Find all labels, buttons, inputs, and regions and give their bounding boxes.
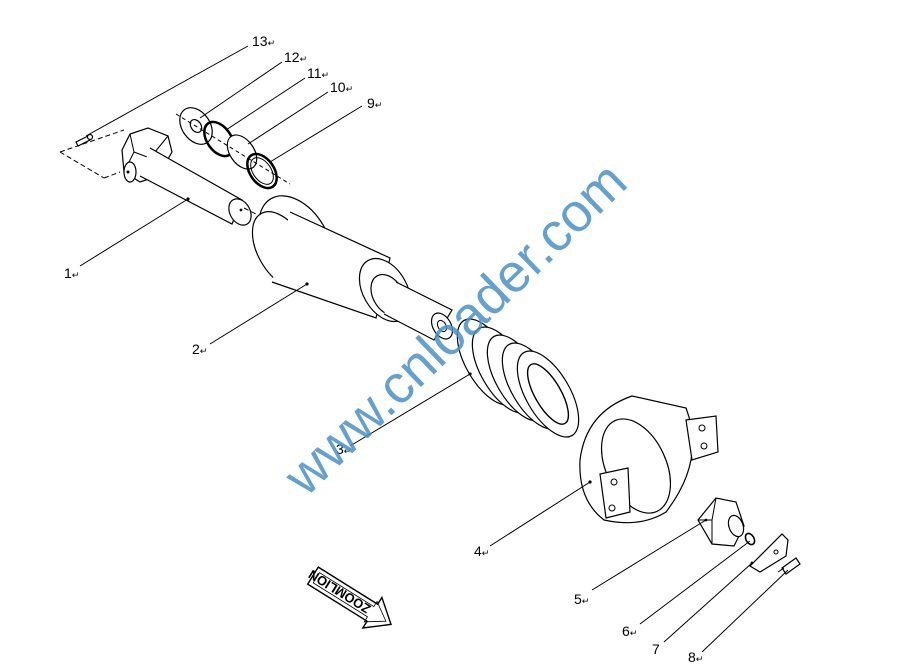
leader-1: [79, 198, 189, 267]
zoomlion-logo: ZOOMLION: [306, 566, 392, 629]
leader-2: [209, 283, 308, 345]
part-3-spring: [456, 318, 580, 438]
leader-7: [663, 562, 753, 643]
part-5-nut: [697, 497, 745, 547]
callout-8: 8↵: [688, 649, 703, 665]
leader-10: [247, 91, 329, 145]
part-10-ring: [226, 134, 258, 170]
part-1-pin: [59, 127, 261, 226]
part-4-bracket: [579, 395, 719, 524]
leader-lines: [79, 45, 789, 653]
leader-5: [591, 519, 707, 591]
callout-3: 3↵: [336, 441, 351, 457]
leader-9: [269, 105, 363, 163]
callout-10: 10↵: [330, 79, 353, 95]
logo-text: ZOOMLION: [306, 567, 373, 617]
leader-4: [489, 481, 591, 547]
callout-1: 1↵: [64, 265, 79, 281]
leader-6: [639, 540, 751, 625]
part-2-guide-rod: [251, 195, 454, 341]
callout-9: 9↵: [367, 95, 382, 111]
leader-11: [225, 77, 306, 131]
leader-8: [701, 569, 789, 653]
callout-labels: 13↵ 12↵ 11↵ 10↵ 9↵ 1↵ 2↵ 3↵ 4↵ 5↵ 6↵ 7 8…: [64, 33, 703, 665]
callout-5: 5↵: [574, 591, 589, 607]
part-8-bolt: [777, 557, 801, 575]
callout-7: 7: [652, 641, 660, 657]
part-6-small-ring: [744, 532, 756, 546]
part-9-snap-ring: [246, 152, 278, 190]
part-13-bolt: [75, 133, 94, 147]
callout-6: 6↵: [622, 623, 637, 639]
leader-13: [85, 45, 249, 137]
leader-3: [349, 373, 471, 447]
leader-12: [199, 61, 283, 119]
callout-12: 12↵: [284, 49, 307, 65]
callout-2: 2↵: [192, 341, 207, 357]
callout-11: 11↵: [307, 65, 329, 81]
callout-13: 13↵: [252, 33, 275, 49]
callout-4: 4↵: [474, 543, 489, 559]
part-7-lock-plate: [749, 533, 789, 573]
